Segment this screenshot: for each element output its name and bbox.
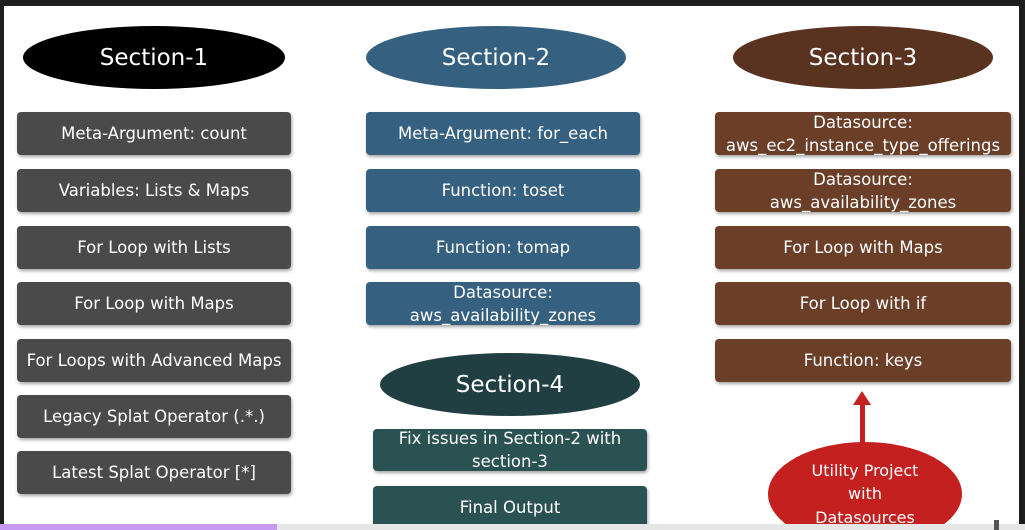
section-4-heading: Section-4 [380,353,640,416]
col4-item-label-line1: Fix issues in Section-2 with [398,429,622,448]
col1-item-for-loop-lists: For Loop with Lists [17,226,291,269]
col3-item-label-line2: aws_ec2_instance_type_offerings [725,135,1001,155]
section-3-heading: Section-3 [733,26,993,89]
video-progress-track[interactable] [0,524,1025,530]
col3-item-label: For Loop with Maps [783,238,943,257]
col4-item-label-line2: section-3 [472,452,548,471]
col1-item-label: For Loops with Advanced Maps [26,351,282,370]
col3-item-label-line2: aws_availability_zones [769,192,957,212]
col1-item-label: Legacy Splat Operator (.*.) [43,407,265,426]
utility-label-line3: Datasources [815,507,915,526]
col3-item-function-keys: Function: keys [715,339,1011,382]
section-1-title: Section-1 [99,44,209,71]
col2-item-datasource-az: Datasource: aws_availability_zones [366,282,640,325]
up-arrow-head [853,391,871,405]
col3-item-label: Function: keys [803,351,923,370]
col4-item-final-output: Final Output [373,486,647,526]
col1-item-for-loop-maps: For Loop with Maps [17,282,291,325]
video-progress-thumb[interactable] [994,520,999,530]
col3-item-for-loop-maps: For Loop with Maps [715,226,1011,269]
col1-item-latest-splat: Latest Splat Operator [*] [17,451,291,494]
up-arrow-shaft [860,404,865,446]
section-4-title: Section-4 [455,371,565,398]
col2-item-meta-foreach: Meta-Argument: for_each [366,112,640,155]
top-bar [0,0,1025,6]
col3-item-ds-az: Datasource: aws_availability_zones [715,169,1011,212]
col3-item-ds-instance-type: Datasource: aws_ec2_instance_type_offeri… [715,112,1011,155]
col2-item-toset: Function: toset [366,169,640,212]
col1-item-label: Variables: Lists & Maps [58,181,250,200]
col1-item-label: For Loop with Lists [77,238,231,257]
col1-item-label: Meta-Argument: count [61,124,247,143]
col2-item-label: Function: toset [441,181,565,200]
section-3-title: Section-3 [808,44,918,71]
col1-item-label: For Loop with Maps [74,294,234,313]
utility-project-ellipse: Utility Project with Datasources [768,442,962,526]
utility-label-line1: Utility Project [811,460,919,480]
col2-item-label-line1: Datasource: [453,282,553,302]
section-2-title: Section-2 [441,44,551,71]
section-1-heading: Section-1 [23,26,285,89]
col3-item-label: For Loop with if [799,294,927,313]
col1-item-advanced-maps: For Loops with Advanced Maps [17,339,291,382]
slide: Section-1 Meta-Argument: count Variables… [4,6,1019,526]
col2-item-label: Function: tomap [435,238,571,257]
col2-item-label-line2: aws_availability_zones [409,305,597,325]
col3-item-for-loop-if: For Loop with if [715,282,1011,325]
col1-item-variables: Variables: Lists & Maps [17,169,291,212]
col4-item-fix-issues: Fix issues in Section-2 with section-3 [373,429,647,471]
col1-item-label: Latest Splat Operator [*] [52,463,256,482]
col3-item-label-line1: Datasource: [813,112,913,132]
utility-label-line2: with [848,484,882,504]
col1-item-meta-count: Meta-Argument: count [17,112,291,155]
section-2-heading: Section-2 [366,26,626,89]
video-progress-fill [0,524,277,530]
col3-item-label-line1: Datasource: [813,169,913,189]
col2-item-label: Meta-Argument: for_each [398,124,608,143]
col4-item-label: Final Output [459,497,561,517]
col1-item-legacy-splat: Legacy Splat Operator (.*.) [17,395,291,438]
col2-item-tomap: Function: tomap [366,226,640,269]
